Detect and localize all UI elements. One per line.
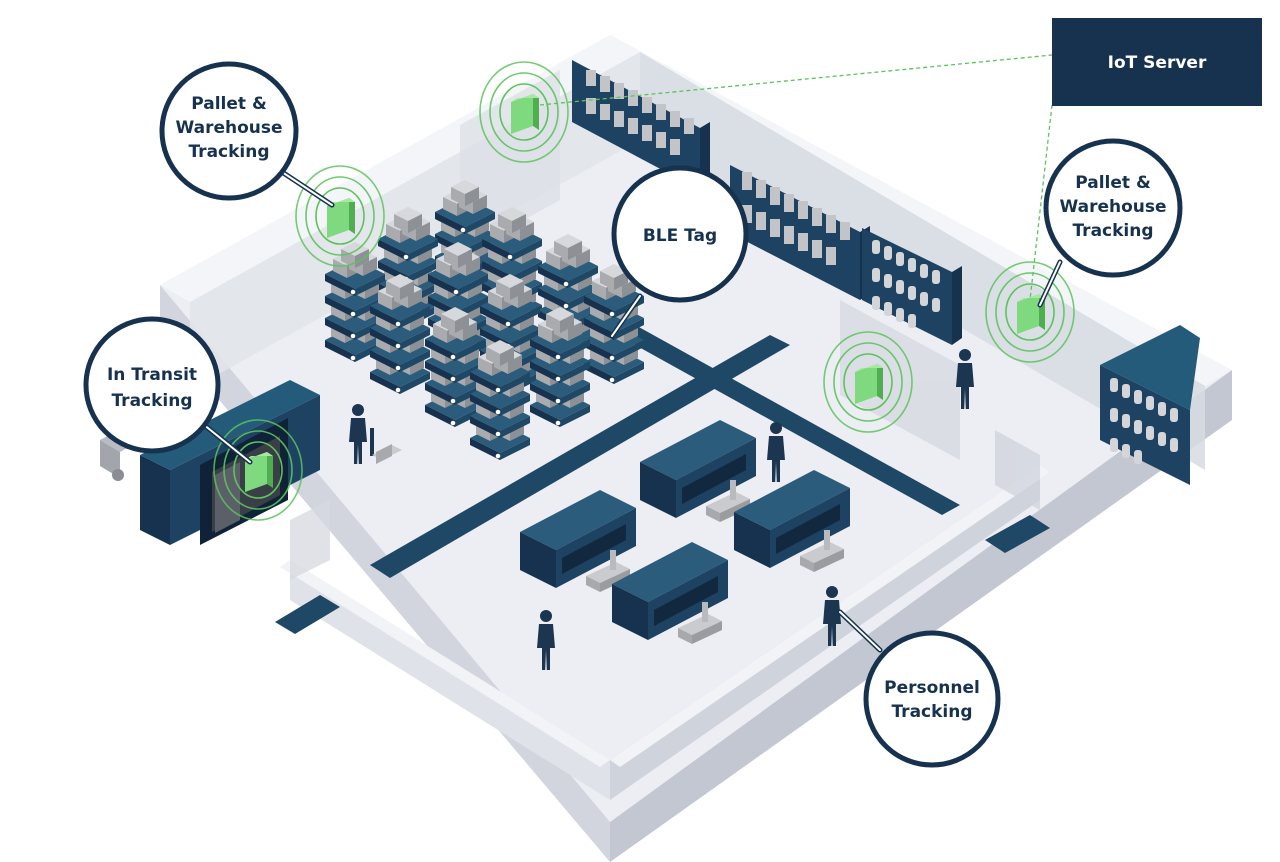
shelf-barrels-2 — [1100, 325, 1200, 485]
callout-line: Tracking — [891, 702, 972, 722]
iot-server: IoT Server — [539, 18, 1262, 301]
aisle-markings — [275, 300, 1050, 634]
callout-line: Pallet & — [1075, 173, 1151, 193]
callout-line: Tracking — [188, 142, 269, 162]
callout-line: BLE Tag — [643, 226, 717, 246]
iot-server-label: IoT Server — [1108, 53, 1207, 73]
callout-pallet-right: Pallet & Warehouse Tracking — [1043, 138, 1183, 278]
callout-line: Tracking — [1072, 221, 1153, 241]
callout-line: Pallet & — [191, 94, 267, 114]
callout-ble-tag: BLE Tag — [611, 165, 749, 303]
callout-pallet-left: Pallet & Warehouse Tracking — [159, 61, 299, 201]
callout-line: Warehouse — [175, 118, 282, 138]
callout-line: Personnel — [884, 678, 980, 698]
shelf-barrels-1 — [862, 228, 962, 345]
callout-personnel: Personnel Tracking — [863, 630, 1001, 768]
callout-line: Warehouse — [1059, 197, 1166, 217]
callout-line: Tracking — [111, 391, 192, 411]
callout-in-transit: In Transit Tracking — [83, 316, 221, 454]
person-with-cart-icon — [349, 404, 402, 464]
callout-line: In Transit — [107, 365, 197, 385]
people — [349, 349, 974, 670]
